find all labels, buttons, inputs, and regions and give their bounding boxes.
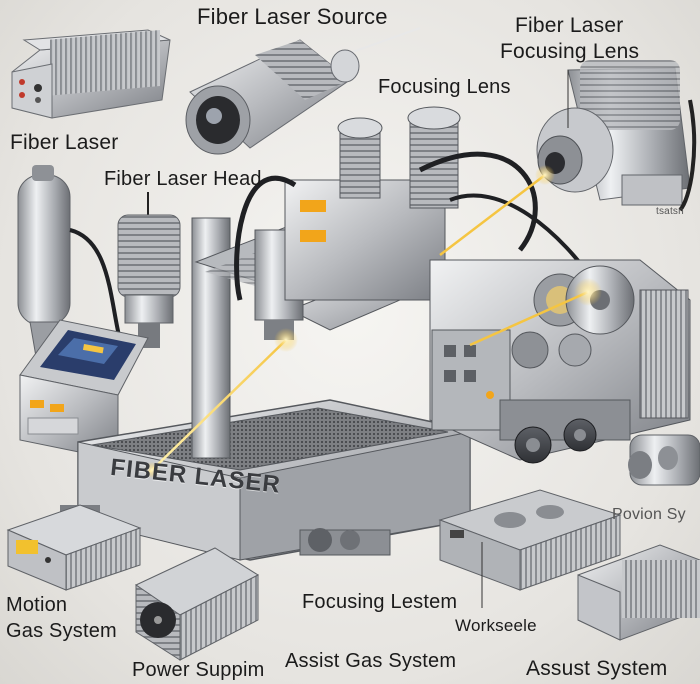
laser-head-column — [117, 192, 181, 348]
label-focusing-lens: Focusing Lens — [378, 76, 511, 98]
label-fiber-laser-source: Fiber Laser Source — [197, 4, 388, 29]
label-motion-line1: Motion — [6, 594, 68, 616]
focusing-lens-unit-right — [536, 60, 697, 212]
assist-gas-box — [577, 544, 700, 641]
label-fiber-laser-head: Fiber Laser Head — [104, 168, 262, 190]
label-povion-sy: Povion Sy — [612, 506, 686, 523]
drive-block — [429, 259, 691, 464]
power-box — [6, 504, 142, 591]
label-fiber-laser-focusing-lens-line2: Focusing Lens — [500, 40, 640, 63]
label-assist-gas-system: Assist Gas System — [285, 650, 457, 672]
fiber-laser-module — [11, 29, 171, 119]
machine-bed — [60, 399, 471, 561]
label-focusing-lestem: Focusing Lestem — [302, 591, 458, 613]
laser-head-assembly — [234, 106, 602, 301]
workstation-module — [438, 489, 622, 591]
label-assust-system: Assust System — [526, 657, 668, 680]
laser-beams — [144, 165, 602, 478]
fan-unit — [134, 547, 260, 661]
valve-part — [628, 434, 700, 486]
leader-lines — [481, 70, 569, 608]
label-workseele: Workseele — [455, 616, 537, 635]
label-motion-line2: Gas System — [6, 620, 117, 642]
label-fiber-laser-focusing-lens-line1: Fiber Laser — [515, 14, 624, 37]
lens-tube-top — [185, 27, 421, 155]
label-fiber-laser: Fiber Laser — [10, 131, 119, 154]
label-power-supply: Power Suppim — [132, 659, 265, 681]
label-small-tag: tsatsn — [656, 206, 684, 217]
